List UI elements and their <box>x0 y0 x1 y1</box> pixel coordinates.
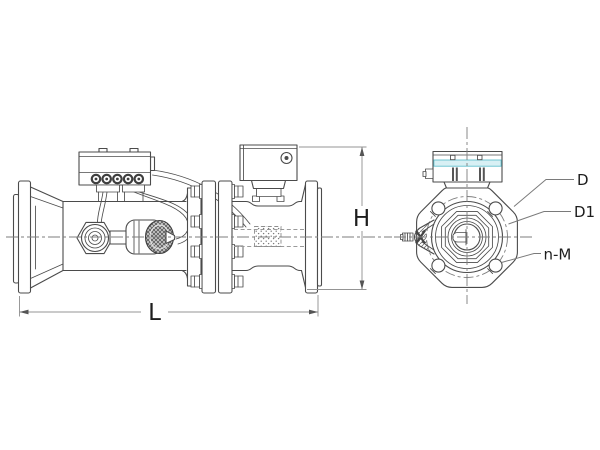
bolt-thread-label: n-M <box>544 246 572 264</box>
box-mounting-brackets <box>96 184 145 202</box>
inlet-cone <box>29 186 64 289</box>
front-view: D D1 n-M <box>394 127 595 304</box>
height-dimension-label: H <box>353 206 370 232</box>
bolt-hole <box>431 201 446 216</box>
leader-D: D <box>513 171 589 207</box>
outer-diameter-label: D <box>577 171 589 189</box>
cable-gland <box>425 168 434 179</box>
flange-bolts <box>190 184 244 289</box>
transmitter-head <box>239 144 298 202</box>
box-side-tab <box>149 156 156 172</box>
bolt-circle-label: D1 <box>574 203 595 221</box>
leader-D1: D1 <box>508 203 595 225</box>
transducer-port <box>76 221 114 255</box>
dimension-H: H <box>299 146 370 290</box>
downstream-body <box>231 183 316 289</box>
cable-connectors <box>90 173 145 185</box>
transducer-cartridge <box>109 219 176 255</box>
side-view <box>6 144 392 294</box>
electronics-box <box>78 147 156 202</box>
electronics-box-front <box>422 150 503 189</box>
hidden-sensor-pocket <box>254 226 282 247</box>
bolt-hole <box>488 201 503 216</box>
length-dimension-label: L <box>148 300 161 326</box>
leader-nM: n-M <box>501 246 572 264</box>
dimension-L: L <box>19 295 319 326</box>
bolt-hole <box>488 258 503 273</box>
bolt-hole <box>431 258 446 273</box>
display-band <box>433 159 502 167</box>
